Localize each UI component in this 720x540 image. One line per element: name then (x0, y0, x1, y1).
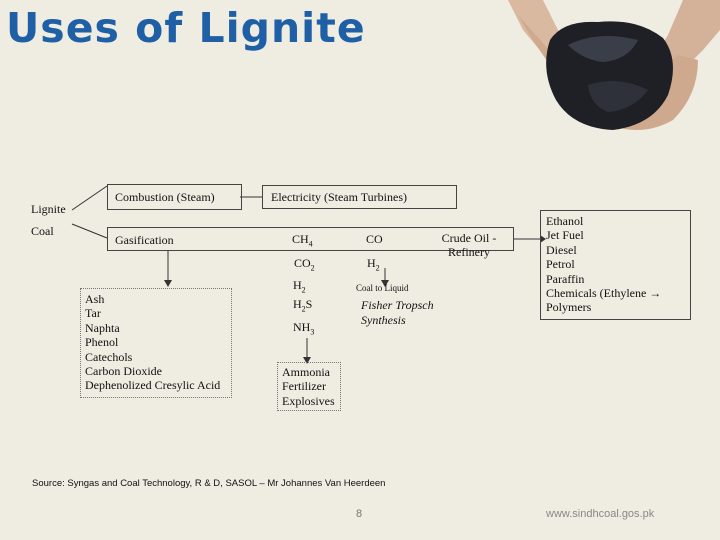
byproduct-item: Dephenolized Cresylic Acid (85, 378, 221, 393)
product-item: Ethanol (546, 214, 584, 228)
coal-to-liquid-label: Coal to Liquid (356, 283, 409, 293)
byproduct-item: Tar (85, 306, 101, 321)
source-note: Source: Syngas and Coal Technology, R & … (32, 478, 386, 489)
gas-h2-right: H2 (367, 256, 380, 273)
ammonia-item: Fertilizer (282, 379, 326, 394)
page-title: Uses of Lignite (6, 4, 366, 52)
gas-co: CO (366, 232, 383, 246)
page-number: 8 (356, 508, 363, 520)
gasification-box: Gasification (107, 227, 514, 251)
product-item: Polymers (546, 300, 592, 315)
combustion-box: Combustion (Steam) (107, 184, 242, 210)
ammonia-item: Explosives (282, 393, 335, 408)
byproduct-item: Carbon Dioxide (85, 364, 162, 379)
electricity-box: Electricity (Steam Turbines) (262, 185, 457, 209)
coal-in-hands-image (508, 0, 720, 130)
byproduct-item: Catechols (85, 349, 133, 364)
ammonia-item: Ammonia (282, 365, 330, 379)
gas-ch4: CH4 (292, 232, 313, 249)
crude-oil-label: Crude Oil - Refinery (436, 231, 502, 260)
product-item: Chemicals (Ethylene → (546, 286, 662, 301)
combustion-label: Combustion (Steam) (115, 190, 215, 204)
gas-nh3: NH3 (293, 320, 315, 337)
product-item: Jet Fuel (546, 228, 584, 243)
gasification-label: Gasification (115, 233, 174, 247)
product-item: Diesel (546, 242, 577, 257)
website-url: www.sindhcoal.gos.pk (546, 508, 655, 520)
electricity-label: Electricity (Steam Turbines) (271, 190, 407, 204)
byproduct-item: Naphta (85, 320, 120, 335)
gas-h2s: H2S (293, 297, 313, 314)
gas-co2: CO2 (294, 256, 315, 273)
fisher-tropsch-text: Fisher Tropsch Synthesis (361, 298, 434, 327)
gas-h2: H2 (293, 278, 306, 295)
lignite-label: Lignite (31, 202, 66, 216)
product-item: Petrol (546, 257, 575, 272)
byproduct-item: Ash (85, 292, 105, 306)
coal-label: Coal (31, 224, 54, 238)
crude-oil-text: Crude Oil - Refinery (441, 231, 497, 260)
fisher-tropsch-label: Fisher Tropsch Synthesis (361, 298, 439, 328)
byproduct-item: Phenol (85, 335, 119, 350)
product-item: Paraffin (546, 271, 585, 286)
